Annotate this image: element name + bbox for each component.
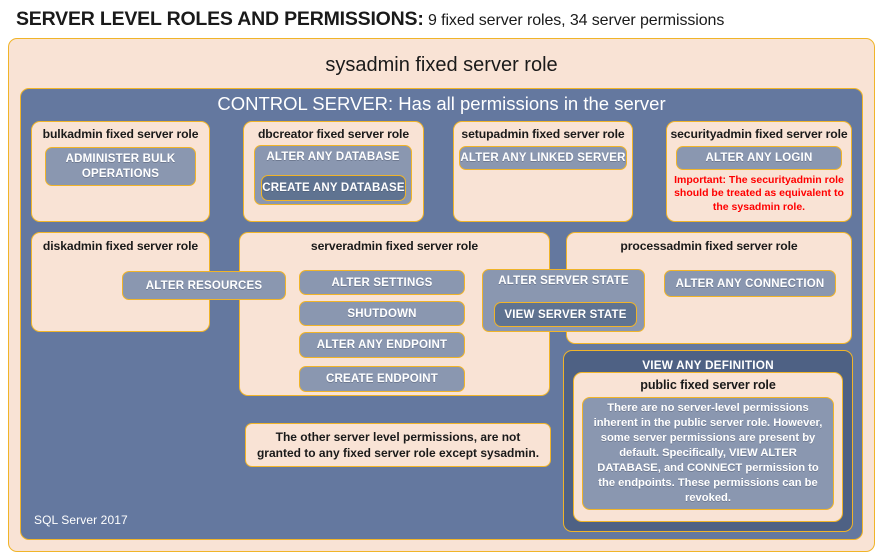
permission-alter-any-login[interactable]: ALTER ANY LOGIN xyxy=(676,146,842,170)
view-any-definition-label: VIEW ANY DEFINITION xyxy=(642,358,774,372)
permission-label: VIEW SERVER STATE xyxy=(504,308,627,321)
permission-alter-any-connection[interactable]: ALTER ANY CONNECTION xyxy=(664,270,836,297)
processadmin-role-label: processadmin fixed server role xyxy=(620,239,798,253)
public-role-description: There are no server-level permissions in… xyxy=(582,397,834,510)
page-title-strong: SERVER LEVEL ROLES AND PERMISSIONS: xyxy=(16,8,424,30)
permission-alter-any-endpoint[interactable]: ALTER ANY ENDPOINT xyxy=(299,332,465,358)
permission-alter-any-linked-server[interactable]: ALTER ANY LINKED SERVER xyxy=(459,146,627,170)
setupadmin-role-label: setupadmin fixed server role xyxy=(461,127,625,141)
permission-label: ALTER ANY LOGIN xyxy=(705,152,813,164)
permission-label: ALTER ANY DATABASE xyxy=(266,151,400,163)
securityadmin-role-label: securityadmin fixed server role xyxy=(670,127,848,141)
page-title-subtitle: 9 fixed server roles, 34 server permissi… xyxy=(423,12,725,29)
permission-alter-resources[interactable]: ALTER RESOURCES xyxy=(122,271,286,300)
permission-label: SHUTDOWN xyxy=(347,307,417,320)
sysadmin-role-label: sysadmin fixed server role xyxy=(325,54,558,76)
permission-label: ALTER RESOURCES xyxy=(145,279,263,292)
permission-label: ALTER ANY CONNECTION xyxy=(675,277,825,290)
other-permissions-note: The other server level permissions, are … xyxy=(245,423,551,467)
setupadmin-role-box xyxy=(453,121,633,222)
permission-alter-settings[interactable]: ALTER SETTINGS xyxy=(299,270,465,295)
permission-create-any-database[interactable]: CREATE ANY DATABASE xyxy=(261,175,406,201)
permission-line-1: ADMINISTER BULK xyxy=(65,153,176,166)
permission-view-server-state[interactable]: VIEW SERVER STATE xyxy=(494,302,637,327)
footer-version-label: SQL Server 2017 xyxy=(34,513,128,527)
permission-create-endpoint[interactable]: CREATE ENDPOINT xyxy=(299,366,465,392)
permission-label: CREATE ANY DATABASE xyxy=(262,182,405,194)
permission-label: ALTER SETTINGS xyxy=(331,276,433,289)
securityadmin-role-box xyxy=(666,121,852,222)
diskadmin-role-label: diskadmin fixed server role xyxy=(42,239,199,253)
permission-shutdown[interactable]: SHUTDOWN xyxy=(299,301,465,326)
dbcreator-role-label: dbcreator fixed server role xyxy=(257,127,410,141)
permission-line-2: OPERATIONS xyxy=(81,167,160,180)
permission-administer-bulk-operations[interactable]: ADMINISTER BULK OPERATIONS xyxy=(45,147,196,186)
public-role-label: public fixed server role xyxy=(640,378,776,392)
permission-label: ALTER SERVER STATE xyxy=(498,275,629,287)
permission-label: CREATE ENDPOINT xyxy=(325,373,439,385)
serveradmin-role-label: serveradmin fixed server role xyxy=(310,239,479,253)
bulkadmin-role-label: bulkadmin fixed server role xyxy=(42,127,199,141)
securityadmin-warning-note: Important: The securityadmin role should… xyxy=(674,174,844,213)
page-title: SERVER LEVEL ROLES AND PERMISSIONS: 9 fi… xyxy=(16,8,876,36)
permission-label: ALTER ANY LINKED SERVER xyxy=(460,152,626,164)
control-server-label: CONTROL SERVER: Has all permissions in t… xyxy=(217,93,666,114)
permission-label: ALTER ANY ENDPOINT xyxy=(316,339,448,351)
